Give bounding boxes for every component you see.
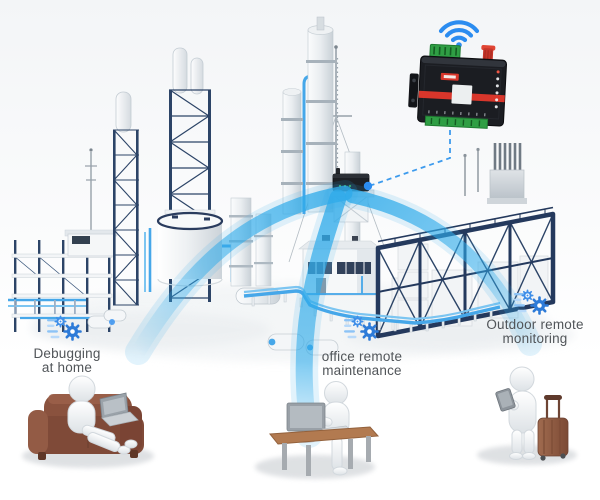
- label-line: Outdoor remote: [486, 317, 584, 332]
- label-line: monitoring: [502, 331, 568, 347]
- left-platform-structure: [11, 229, 118, 332]
- maintenance-gears-icon: [344, 314, 381, 344]
- label-line: Debugging: [33, 346, 101, 361]
- pumps-and-drums: [87, 309, 339, 356]
- flare-lattice-tower-small: [113, 91, 139, 306]
- label-line: maintenance: [322, 363, 402, 379]
- wifi-icon: [438, 20, 480, 48]
- left-pipe-trestle: [8, 298, 92, 320]
- gateway-device: [408, 43, 508, 129]
- label-outdoor-remote-monitoring: Outdoor remote monitoring: [466, 317, 600, 347]
- tablet: [495, 388, 516, 412]
- home-scene: [22, 375, 154, 468]
- label-office-remote-maintenance: office remote maintenance: [298, 349, 426, 379]
- standing-person: [500, 366, 537, 460]
- laptop: [99, 392, 139, 427]
- label-debugging-at-home: Debugging at home: [8, 346, 126, 376]
- label-line: office remote: [321, 349, 403, 364]
- office-scene: [255, 381, 380, 479]
- desk: [269, 426, 380, 476]
- maintenance-gears-icon: [47, 314, 84, 344]
- suitcase: [537, 395, 569, 461]
- maintenance-gears-icon: [514, 288, 551, 318]
- person-on-couch: [67, 375, 138, 455]
- label-line: at home: [41, 360, 93, 376]
- outdoor-scene: [477, 366, 577, 465]
- signal-beams: [125, 180, 542, 448]
- link-endpoint-dot: [363, 181, 373, 191]
- dashed-wireless-link: [363, 130, 451, 191]
